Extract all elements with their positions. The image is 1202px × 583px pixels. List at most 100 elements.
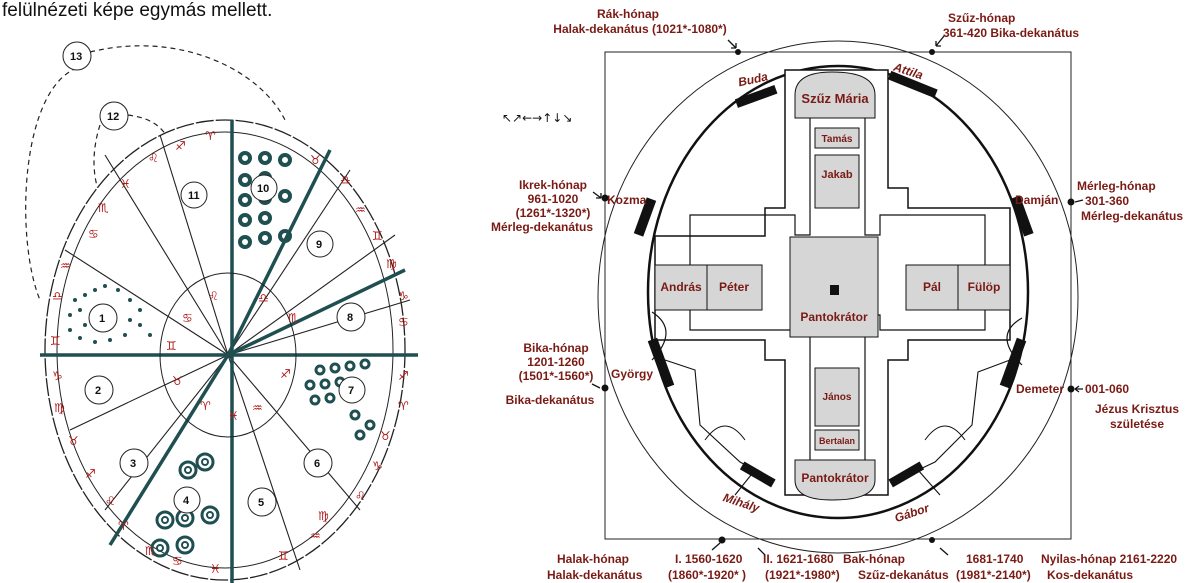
annotation-bottom-1b: Halak-dekanátus xyxy=(547,568,643,582)
tower-gyorgy: György xyxy=(611,367,653,381)
ring-number-13: 13 xyxy=(70,51,82,63)
svg-text:♏: ♏ xyxy=(288,311,299,325)
annotation-right-lower-2: Jézus Krisztus xyxy=(1095,402,1179,416)
tower-kozma: Kozma xyxy=(607,193,647,207)
annotation-right-lower-3: születése xyxy=(1110,417,1164,431)
svg-text:♎: ♎ xyxy=(52,289,63,303)
svg-text:♓: ♓ xyxy=(210,562,221,576)
caption-fragment: felülnézeti képe egymás mellett. xyxy=(2,0,272,21)
svg-text:♋: ♋ xyxy=(182,311,193,325)
annotation-left-upper-3: (1261*-1320*) xyxy=(516,206,591,220)
svg-text:♐: ♐ xyxy=(85,467,96,481)
room-andras xyxy=(654,264,708,311)
pointer-arrows xyxy=(591,35,1084,556)
annotation-left-lower-4: Bika-dekanátus xyxy=(506,393,595,407)
annotation-bottom-5a: 1681-1740 xyxy=(966,552,1024,566)
dashed-loop-outer xyxy=(25,67,78,301)
svg-text:♊: ♊ xyxy=(278,549,289,563)
teal-lines xyxy=(40,120,418,583)
svg-text:♐: ♐ xyxy=(175,139,186,153)
inner-ring xyxy=(159,272,297,438)
svg-text:♍: ♍ xyxy=(54,401,65,415)
label-tamas: Tamás xyxy=(822,134,853,145)
annotation-left-upper-4: Mérleg-dekanátus xyxy=(491,220,593,234)
annotation-top-left-1: Rák-hónap xyxy=(597,7,659,21)
outer-oval-inner-line xyxy=(56,131,394,569)
label-jakab: Jakab xyxy=(821,169,852,181)
annotation-bottom-2a: I. 1560-1620 xyxy=(675,552,743,566)
dashed-loop-inner xyxy=(93,124,101,196)
annotation-top-left-2: Halak-dekanátus (1021*-1080*) xyxy=(553,22,726,36)
outer-circle xyxy=(597,40,1079,554)
annotation-bottom-6a: Nyilas-hónap 2161-2220 xyxy=(1041,552,1177,566)
tower-buda: Buda xyxy=(737,69,770,89)
svg-text:♓: ♓ xyxy=(120,177,131,191)
svg-text:♈: ♈ xyxy=(205,129,216,143)
svg-text:♉: ♉ xyxy=(68,434,79,448)
svg-text:♌: ♌ xyxy=(208,289,219,303)
sector-1-markers xyxy=(68,284,152,344)
svg-text:♑: ♑ xyxy=(372,459,383,473)
label-janos: János xyxy=(823,392,852,403)
ring-number-9: 9 xyxy=(316,239,322,251)
annotation-bottom-4b: Szűz-dekanátus xyxy=(858,568,949,582)
label-pal: Pál xyxy=(923,280,941,294)
ring-number-2: 2 xyxy=(95,385,101,397)
annotation-left-upper-2: 961-1020 xyxy=(528,192,579,206)
label-pantokrator-bottom: Pantokrátor xyxy=(801,471,869,485)
ring-number-7: 7 xyxy=(348,385,354,397)
svg-text:♌: ♌ xyxy=(355,489,366,503)
label-fulop: Fülöp xyxy=(968,280,1001,294)
label-pantokrator-center: Pantokrátor xyxy=(800,310,868,324)
tower-demeter: Demeter xyxy=(1016,382,1064,396)
svg-text:♉: ♉ xyxy=(172,374,183,388)
svg-text:♏: ♏ xyxy=(145,544,156,558)
svg-text:♒: ♒ xyxy=(310,529,321,543)
ring-number-6: 6 xyxy=(314,458,320,470)
svg-text:♍: ♍ xyxy=(386,257,397,271)
sector-7-markers xyxy=(304,358,376,441)
annotation-right-lower-1: 001-060 xyxy=(1085,382,1129,396)
annotation-bottom-4a: Bak-hónap xyxy=(843,552,905,566)
ring-number-circles: 1 2 3 4 5 6 7 8 9 10 11 12 13 xyxy=(62,41,366,517)
lower-right-arc xyxy=(924,425,966,441)
annotation-right-upper-1: Mérleg-hónap xyxy=(1077,179,1156,193)
ring-number-5: 5 xyxy=(258,497,264,509)
svg-text:♍: ♍ xyxy=(318,509,329,523)
svg-text:♋: ♋ xyxy=(88,227,99,241)
dashed-loop-top xyxy=(89,45,286,121)
room-jakab xyxy=(814,154,860,209)
ring-number-4: 4 xyxy=(183,495,190,507)
annotation-bottom-3b: (1921*-1980*) xyxy=(765,568,840,582)
room-janos xyxy=(814,367,860,427)
svg-text:♉: ♉ xyxy=(310,153,321,167)
annotation-top-right-2: 361-420 Bika-dekanátus xyxy=(943,26,1079,40)
annotation-bottom-5b: (1981*-2140*) xyxy=(956,568,1031,582)
svg-text:♈: ♈ xyxy=(398,399,409,413)
annotation-left-lower-1: Bika-hónap xyxy=(523,341,588,355)
annotation-top-right-1: Szűz-hónap xyxy=(948,11,1015,25)
svg-text:♒: ♒ xyxy=(355,203,366,217)
right-church-diagram: Szűz Mária Pantokrátor Tamás Jakab János… xyxy=(491,7,1183,582)
annotation-left-lower-3: (1501*-1560*) xyxy=(519,369,594,383)
tower-bars xyxy=(633,70,1034,488)
svg-text:♑: ♑ xyxy=(52,369,63,383)
tower-damjan: Damján xyxy=(1015,193,1058,207)
label-bertalan: Bertalan xyxy=(819,436,855,446)
label-szuz-maria: Szűz Mária xyxy=(801,91,869,106)
svg-text:♓: ♓ xyxy=(228,409,239,423)
svg-text:♎: ♎ xyxy=(258,291,269,305)
apse-bottom xyxy=(794,459,876,501)
label-peter: Péter xyxy=(719,280,749,294)
label-andras: András xyxy=(660,280,702,294)
annotation-left-lower-2: 1201-1260 xyxy=(527,355,585,369)
svg-text:♋: ♋ xyxy=(398,315,409,329)
annotation-right-upper-2: 301-360 xyxy=(1085,194,1129,208)
ring-number-10: 10 xyxy=(257,183,269,195)
svg-text:♊: ♊ xyxy=(50,334,61,348)
svg-text:♌: ♌ xyxy=(105,494,116,508)
svg-text:♋: ♋ xyxy=(172,554,183,568)
annotation-bottom-1a: Halak-hónap xyxy=(557,552,629,566)
annotation-left-upper-1: Ikrek-hónap xyxy=(519,178,587,192)
